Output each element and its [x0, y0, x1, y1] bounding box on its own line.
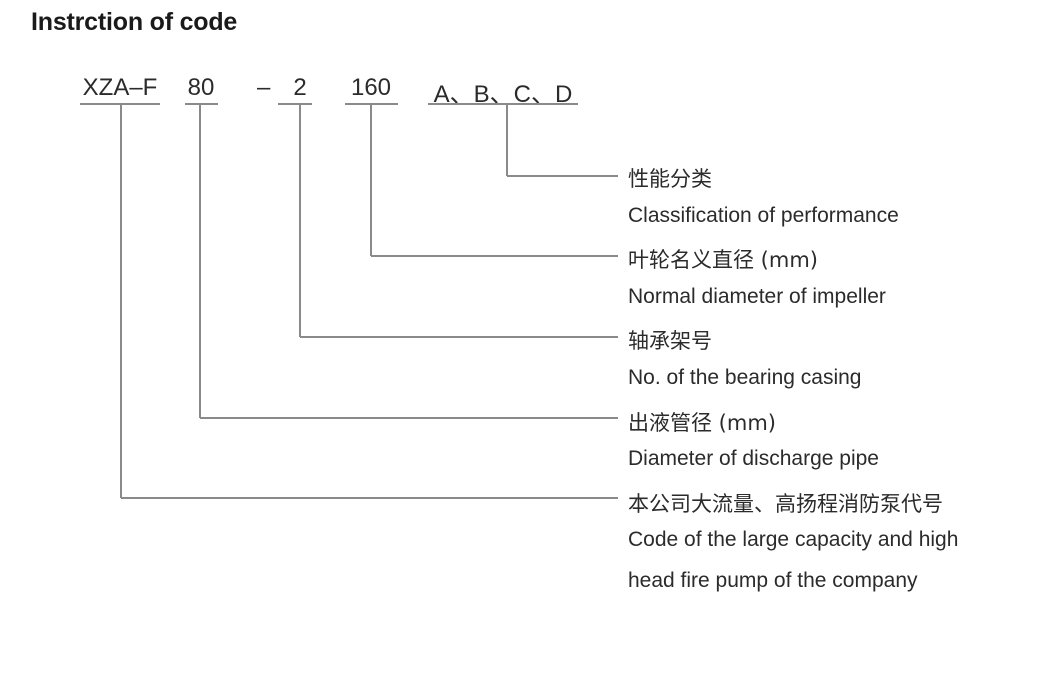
label-en-2: No. of the bearing casing — [628, 366, 862, 389]
label-cn-1: 叶轮名义直径 (mm) — [628, 248, 818, 273]
label-cn-3: 出液管径 (mm) — [628, 410, 776, 435]
label-en-5: head fire pump of the company — [628, 569, 918, 592]
page-title: Instrction of code — [31, 8, 238, 36]
label-cn-0: 性能分类 — [628, 167, 712, 191]
code-dash-separator: – — [257, 74, 271, 101]
label-cn-4: 本公司大流量、高扬程消防泵代号 — [628, 491, 943, 516]
label-en-1: Normal diameter of impeller — [628, 284, 886, 308]
code-segment-0: XZA–F — [82, 74, 158, 101]
code-segment-3: 160 — [350, 74, 392, 101]
label-en-3: Diameter of discharge pipe — [628, 447, 879, 471]
code-segment-1: 80 — [187, 74, 215, 101]
label-en-4: Code of the large capacity and high — [628, 528, 959, 552]
code-segment-2: 2 — [293, 74, 307, 101]
label-en-0: Classification of performance — [628, 203, 899, 227]
label-cn-2: 轴承架号 — [628, 329, 712, 354]
